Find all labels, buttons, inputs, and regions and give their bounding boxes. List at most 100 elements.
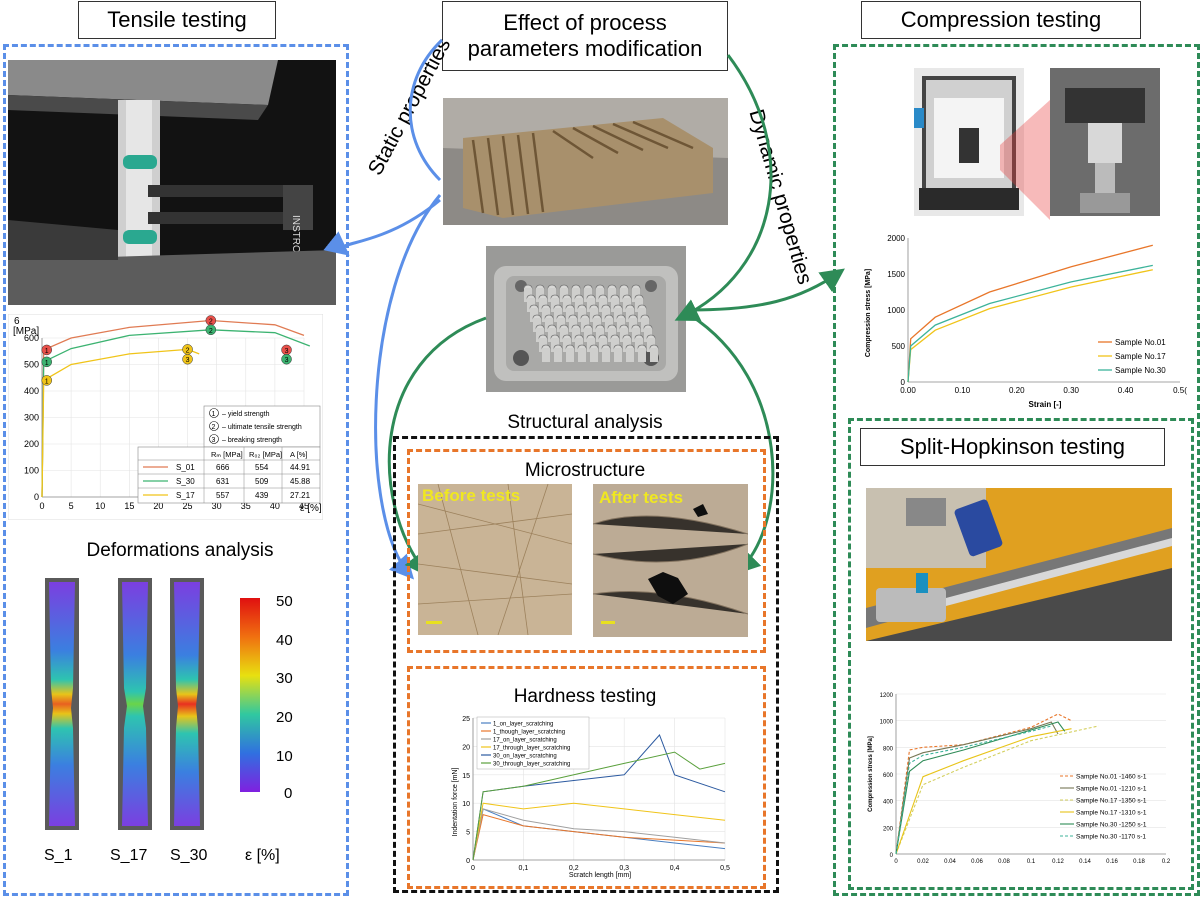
legend-label: 30_on_layer_scratching (493, 754, 557, 760)
x-tick-label: 0.08 (998, 859, 1010, 865)
hardness-panel (407, 666, 766, 889)
scale-tick-40: 40 (276, 632, 293, 649)
marker-label: 1 (45, 378, 49, 385)
hardness-ylabel: Indentation force [mN] (452, 768, 459, 837)
y-tick-label: 100 (24, 466, 39, 476)
y-tick-label: 0 (466, 858, 470, 865)
split-hopkinson-title: Split-Hopkinson testing (860, 428, 1165, 466)
compression-title: Compression testing (861, 1, 1141, 39)
scale-tick-30: 30 (276, 670, 293, 687)
x-tick-label: 45 (299, 501, 309, 511)
pin-body (620, 288, 628, 302)
arrow-to-microstructure-blue (374, 194, 442, 580)
legend-label: 30_through_layer_scratching (493, 762, 570, 768)
marker-point (281, 353, 292, 365)
pin-body (566, 308, 574, 322)
pin-body (536, 288, 544, 302)
x-tick-label: 0,5 (720, 865, 730, 872)
pin-body (557, 318, 565, 332)
row-rm-s01: 666 (216, 463, 230, 472)
series-line-17-on-layer-scratching (472, 808, 726, 861)
pin-body (554, 348, 562, 362)
specimen-label-s1: S_1 (44, 847, 73, 864)
legend-note-3: – breaking strength (222, 437, 282, 444)
pin-body (530, 308, 538, 322)
marker-point (205, 324, 217, 336)
pin-body (593, 318, 601, 332)
series-line-sample-no-01-1210-s-1 (895, 721, 1059, 855)
microstructure-panel (407, 449, 766, 653)
y-tick-label: 0 (34, 492, 39, 502)
pin-body (626, 308, 634, 322)
arrow-to-compression (689, 268, 845, 312)
legend-label: Sample No.30 -1170 s-1 (1076, 834, 1146, 841)
pin-body (548, 288, 556, 302)
deformation-specimens: 50 40 30 20 10 0 S_1 S_17 S_30 ε [%] (40, 578, 340, 868)
y-tick-label: 300 (24, 413, 39, 423)
x-tick-label: 0.40 (1118, 386, 1134, 395)
series-line-sample-no-30-1170-s-1 (895, 725, 1052, 855)
x-tick-label: 15 (124, 501, 134, 511)
structural-panel (393, 436, 779, 893)
x-tick-label: 40 (270, 501, 280, 511)
pin-body (611, 298, 619, 312)
pin-body (638, 348, 646, 362)
row-r02-s17: 439 (255, 491, 269, 500)
scale-tick-20: 20 (276, 709, 293, 726)
pin-body (554, 308, 562, 322)
pin-body (623, 298, 631, 312)
pin-body (641, 318, 649, 332)
row-rm-s30: 631 (216, 477, 230, 486)
scale-tick-10: 10 (276, 748, 293, 765)
pin-body (650, 348, 658, 362)
x-tick-label: 0,2 (569, 865, 579, 872)
pin-body (560, 328, 568, 342)
pin-body (578, 348, 586, 362)
x-tick-label: 0.5( (1173, 386, 1187, 395)
arrow-to-aftertests (689, 313, 775, 575)
y-tick-label: 0 (890, 853, 894, 859)
strain-colorbar (240, 598, 260, 792)
x-tick-label: 10 (95, 501, 105, 511)
pin-body (608, 288, 616, 302)
pin-body (635, 338, 643, 352)
tensile-y-top: 6 (14, 316, 20, 327)
x-tick-label: 5 (69, 501, 74, 511)
arrow-static-left (408, 38, 444, 182)
pin-body (536, 328, 544, 342)
marker-label: 3 (285, 357, 289, 364)
pin-body (614, 308, 622, 322)
svg-text:INSTRON: INSTRON (290, 215, 301, 260)
pin-body (572, 288, 580, 302)
legend-label: 1_though_layer_scratching (493, 730, 565, 736)
pin-body (542, 308, 550, 322)
table-header-a: A [%] (290, 450, 308, 459)
y-tick-label: 25 (462, 716, 470, 723)
hardness-title: Hardness testing (513, 686, 657, 707)
pin-body (551, 298, 559, 312)
series-line-1-though-layer-scratching (472, 813, 726, 861)
y-tick-label: 0 (901, 378, 906, 387)
x-tick-label: 0.00 (900, 386, 916, 395)
marker-label: 3 (186, 357, 190, 364)
zoom-indicator (1000, 100, 1050, 220)
tensile-panel (3, 44, 349, 896)
series-line-sample-no-30-1250-s-1 (895, 721, 1066, 855)
y-tick-label: 600 (24, 333, 39, 343)
hardness-xlabel: Scratch length [mm] (569, 872, 631, 879)
x-tick-label: 20 (153, 501, 163, 511)
y-tick-label: 400 (883, 800, 894, 806)
arrow-to-microstructure-green (387, 316, 487, 577)
effect-title: Effect of process parameters modificatio… (442, 1, 728, 71)
microstructure-title: Microstructure (524, 460, 646, 481)
compression-ylabel: Compression stress [MPa] (865, 269, 872, 357)
y-tick-label: 15 (462, 773, 470, 780)
y-tick-label: 1500 (887, 270, 905, 279)
before-tests-label: Before tests (422, 486, 521, 505)
x-tick-label: 0.2 (1162, 859, 1171, 865)
compression-detail-photo (1050, 68, 1160, 216)
